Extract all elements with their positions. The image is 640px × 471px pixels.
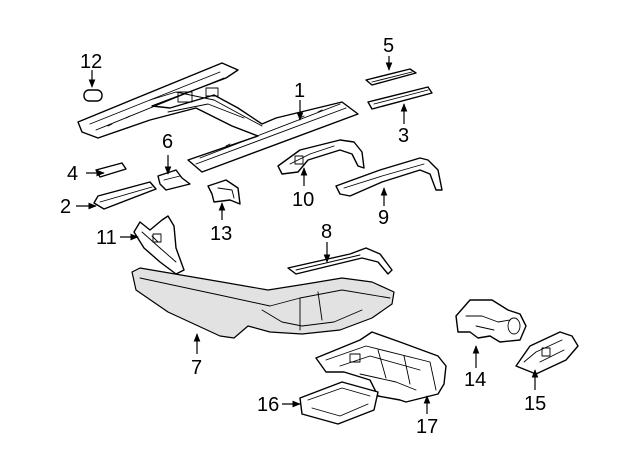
callout-16: 16 [257, 394, 279, 416]
callout-8: 8 [321, 221, 332, 243]
part-14-mount [455, 299, 527, 343]
callout-4: 4 [67, 163, 78, 185]
part-15-bracket [515, 331, 579, 375]
callout-9: 9 [378, 207, 389, 229]
callout-15: 15 [524, 393, 546, 415]
part-8-strip [287, 247, 393, 275]
part-10-rail [277, 139, 365, 175]
callout-7: 7 [191, 357, 202, 379]
callout-17: 17 [416, 416, 438, 438]
callout-13: 13 [210, 223, 232, 245]
part-1-frame [77, 62, 359, 173]
callout-10: 10 [292, 189, 314, 211]
callout-11: 11 [96, 227, 117, 249]
part-17-tray [315, 331, 447, 403]
callout-5: 5 [383, 35, 394, 57]
part-4-plate [95, 162, 127, 178]
part-16-module [299, 381, 379, 425]
callout-12: 12 [80, 51, 102, 73]
callout-1: 1 [294, 80, 305, 102]
callout-3: 3 [398, 125, 409, 147]
part-5-bracket [365, 68, 417, 86]
callout-6: 6 [162, 131, 173, 153]
callout-2: 2 [60, 196, 71, 218]
callout-14: 14 [464, 369, 486, 391]
part-3-bracket [367, 86, 433, 110]
part-12-cap [83, 89, 103, 102]
part-13-bracket [207, 179, 241, 205]
part-2-channel [93, 181, 157, 210]
part-7-undertray [131, 267, 395, 339]
part-6-bracket [157, 169, 191, 191]
part-11-brace [133, 215, 185, 275]
part-9-rail [335, 157, 443, 197]
